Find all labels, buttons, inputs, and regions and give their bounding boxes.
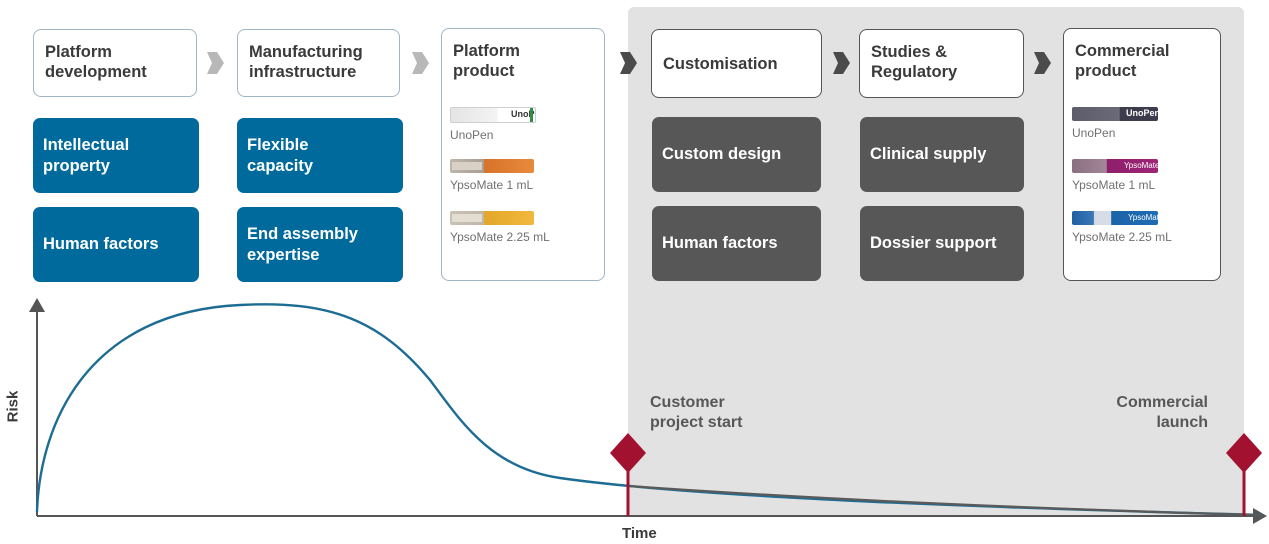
pen-image	[450, 159, 534, 173]
risk-curve	[35, 303, 1263, 517]
platform-product-unopen: UnoPen UnoPen	[450, 107, 536, 142]
stage-customisation: Customisation	[651, 29, 822, 98]
stage-title: Platform development	[45, 43, 147, 81]
capability-dossier-support: Dossier support	[860, 206, 1024, 281]
pen-label: YpsoMate	[1124, 161, 1158, 170]
milestone-label-commercial-launch: Commercial launch	[1116, 394, 1208, 431]
product-name: UnoPen	[450, 128, 494, 142]
milestone-marker-project-start	[610, 433, 646, 516]
milestone-label-project-start: Customer project start	[650, 394, 743, 431]
stage-platform-product: Platform product	[441, 28, 605, 281]
commercial-product-ypsomate-2-25ml: YpsoMate YpsoMate 2.25 mL	[1072, 211, 1172, 244]
product-name: YpsoMate 2.25 mL	[450, 230, 550, 244]
capability-human-factors: Human factors	[33, 207, 199, 282]
commercial-product-ypsomate-1ml: YpsoMate YpsoMate 1 mL	[1072, 159, 1158, 192]
chevron-right-icon	[412, 52, 429, 74]
stage-title: Manufacturing infrastructure	[249, 43, 363, 81]
product-name: YpsoMate 1 mL	[1072, 178, 1156, 192]
product-name: YpsoMate 1 mL	[450, 178, 534, 192]
y-axis-label: Risk	[4, 390, 22, 423]
stage-title: Platform product	[453, 42, 520, 80]
commercial-product-unopen: UnoPen UnoPen	[1072, 107, 1158, 140]
pen-image: UnoPen	[1072, 107, 1158, 121]
chevron-right-icon	[620, 52, 637, 74]
platform-product-ypsomate-2-25ml: YpsoMate 2.25 mL	[450, 211, 550, 244]
x-axis-label: Time	[622, 525, 657, 542]
pen-label: UnoPen	[511, 109, 535, 119]
capability-clinical-supply: Clinical supply	[860, 117, 1024, 192]
chevron-right-icon	[833, 52, 850, 74]
stage-title: Commercial product	[1075, 42, 1170, 80]
pen-image: YpsoMate	[1072, 159, 1158, 173]
stage-title: Customisation	[663, 54, 778, 73]
chevron-right-icon	[207, 52, 224, 74]
stage-title: Studies & Regulatory	[871, 43, 958, 81]
y-axis-arrow-icon	[29, 298, 45, 312]
product-name: YpsoMate 2.25 mL	[1072, 230, 1172, 244]
stage-studies-regulatory: Studies & Regulatory	[859, 29, 1024, 98]
pen-image	[450, 211, 534, 225]
pen-label: YpsoMate	[1128, 213, 1158, 222]
risk-curve-tail	[627, 484, 1263, 517]
stage-platform-development: Platform development	[33, 29, 197, 97]
capability-custom-design: Custom design	[652, 117, 821, 192]
stage-manufacturing-infrastructure: Manufacturing infrastructure	[237, 29, 400, 97]
stage-commercial-product: Commercial product	[1063, 28, 1221, 281]
product-name: UnoPen	[1072, 126, 1116, 140]
capability-intellectual-property: Intellectual property	[33, 118, 199, 193]
capability-end-assembly-expertise: End assembly expertise	[237, 207, 403, 282]
pen-image: UnoPen	[450, 107, 536, 123]
capability-flexible-capacity: Flexible capacity	[237, 118, 403, 193]
pen-image: YpsoMate	[1072, 211, 1158, 225]
capability-human-factors-custom: Human factors	[652, 206, 821, 281]
milestone-marker-commercial-launch	[1226, 433, 1262, 516]
chevron-right-icon	[1034, 52, 1051, 74]
pen-label: UnoPen	[1126, 108, 1158, 118]
platform-product-ypsomate-1ml: YpsoMate 1 mL	[450, 159, 534, 192]
